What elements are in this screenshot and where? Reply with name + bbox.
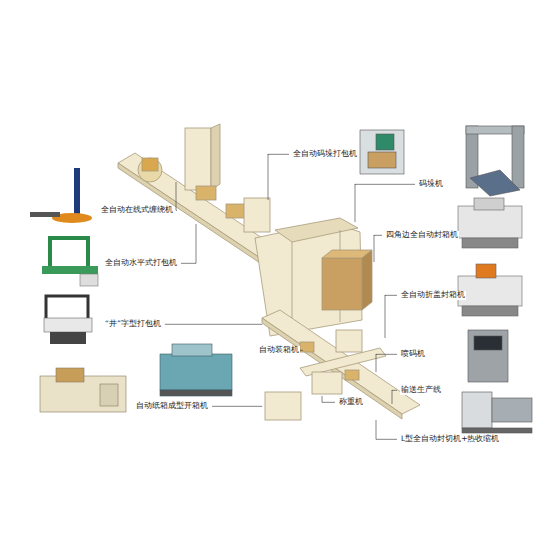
machine-label: 输送生产线: [400, 386, 442, 395]
infeed: [470, 170, 520, 196]
ramp: [30, 212, 60, 217]
machine-label: 四角边全自动封箱机: [385, 231, 459, 240]
magazine: [56, 368, 84, 382]
wrapping-machine-photo: [30, 168, 92, 223]
table: [44, 318, 92, 332]
body: [458, 276, 522, 306]
machine-label: 称重机: [338, 398, 364, 407]
machine-label: “井”字型打包机: [104, 320, 162, 329]
head: [474, 198, 504, 210]
legs: [462, 238, 518, 248]
wrap-tower: [185, 128, 211, 190]
leader-line: [392, 390, 397, 404]
tower: [512, 126, 524, 188]
palletizer-top: [275, 218, 358, 242]
case-packer-photo: [160, 344, 232, 396]
wrap-load: [142, 158, 158, 171]
folding-sealer-photo: [458, 264, 522, 316]
carton: [226, 204, 246, 218]
machine-label: 码垛机: [418, 180, 444, 189]
lower-conveyor-side: [262, 318, 402, 419]
head: [376, 134, 394, 150]
robot-palletizer-photo: [466, 126, 524, 196]
pallet-load: [322, 258, 362, 310]
packer-frame: [265, 392, 301, 420]
carton: [196, 186, 216, 200]
leader-line: [181, 224, 196, 263]
screen: [474, 336, 502, 350]
machine-label: L型全自动封切机+热收缩机: [400, 435, 500, 444]
leader-line: [322, 396, 335, 402]
machine-label: 自动装箱机: [258, 346, 300, 355]
leader-line: [376, 420, 397, 439]
sealer: [462, 392, 492, 428]
base: [462, 428, 532, 433]
mast: [74, 168, 80, 216]
base: [50, 332, 86, 344]
frame: [360, 130, 404, 174]
cross-strapper-photo: [44, 296, 92, 344]
machine-label: 全自动水平式打包机: [104, 259, 178, 268]
sealer-frame: [336, 330, 362, 352]
leader-line: [385, 295, 397, 338]
turntable: [138, 158, 162, 182]
inkjet-printer-photo: [468, 330, 508, 382]
palletizer-photo: [360, 130, 404, 174]
corner-sealer-photo: [458, 198, 522, 248]
machine-label: 全自动折盖封箱机: [400, 291, 466, 300]
leader-line: [268, 154, 289, 200]
load: [368, 152, 396, 168]
shrink-tunnel-photo: [462, 392, 532, 433]
leader-line: [176, 182, 177, 210]
machine-label: 全自动码垛打包机: [292, 150, 358, 159]
carton: [345, 370, 359, 380]
horizontal-strapper-photo: [42, 238, 98, 286]
body: [160, 354, 232, 390]
body: [458, 206, 522, 238]
machine-label: 全自动在线式缠绕机: [100, 206, 174, 215]
leader-line: [374, 235, 382, 262]
machine-label: 喷码机: [400, 350, 426, 359]
strap-frame: [244, 198, 270, 232]
table: [42, 266, 98, 274]
central-line: [118, 124, 420, 420]
leader-line: [212, 406, 262, 407]
leader-line: [376, 354, 397, 372]
leader-line: [355, 184, 415, 222]
pallet-load-side: [362, 250, 372, 310]
carton-erector-photo: [40, 368, 126, 412]
cabinet: [468, 330, 508, 382]
tunnel: [492, 398, 532, 422]
legs: [462, 306, 518, 316]
arch: [50, 238, 88, 268]
scale-frame: [312, 372, 342, 394]
wrap-tower-side: [211, 124, 220, 190]
panel: [100, 384, 118, 406]
base: [80, 274, 98, 286]
machine-label: 自动纸箱成型开箱机: [135, 402, 209, 411]
leader-line: [165, 324, 262, 325]
arm: [476, 264, 496, 278]
hood: [172, 344, 212, 356]
legs: [160, 390, 232, 396]
